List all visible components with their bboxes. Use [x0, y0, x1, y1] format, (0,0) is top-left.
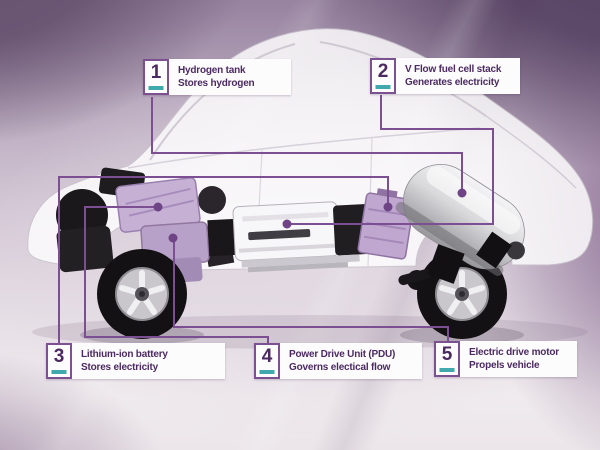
callout-number-box: 3	[46, 343, 72, 379]
callout-text-box: Power Drive Unit (PDU) Governs electical…	[280, 343, 422, 379]
callout-number: 5	[441, 344, 453, 365]
callout-number: 3	[53, 346, 65, 367]
callout-title: V Flow fuel cell stack	[405, 64, 502, 75]
leader-line-2	[287, 95, 494, 225]
leader-line-5	[173, 238, 449, 341]
callout-number-underline	[439, 368, 455, 372]
front-wheel	[97, 249, 187, 339]
callout-fuel-cell-stack: 2 V Flow fuel cell stack Generates elect…	[370, 58, 520, 94]
leader-dot-5	[168, 233, 178, 243]
hydrogen-tank-graphic	[395, 164, 525, 284]
callout-description: Stores hydrogen	[178, 78, 255, 89]
callout-text-box: V Flow fuel cell stack Generates electri…	[396, 58, 520, 94]
leader-line-1	[151, 97, 463, 193]
callout-text-box: Electric drive motor Propels vehicle	[460, 341, 577, 377]
callout-text-box: Lithium-ion battery Stores electricity	[72, 343, 225, 379]
callout-number: 1	[150, 62, 162, 83]
callout-number-box: 2	[370, 58, 396, 94]
callout-text-box: Hydrogen tank Stores hydrogen	[169, 59, 291, 95]
leader-dot-3	[383, 202, 393, 212]
callout-lithium-ion-battery: 3 Lithium-ion battery Stores electricity	[46, 343, 225, 379]
leader-line-3	[58, 176, 389, 343]
callout-number-box: 5	[434, 341, 460, 377]
callout-title: Electric drive motor	[469, 347, 559, 358]
leader-dot-2	[282, 219, 292, 229]
callout-description: Generates electricity	[405, 77, 500, 88]
callout-electric-drive-motor: 5 Electric drive motor Propels vehicle	[434, 341, 577, 377]
callout-description: Governs electical flow	[289, 362, 391, 373]
callout-number-underline	[148, 86, 164, 90]
callout-number: 2	[377, 61, 389, 82]
callout-number-underline	[51, 370, 67, 374]
callout-number-underline	[259, 370, 275, 374]
callout-number-box: 1	[143, 59, 169, 95]
leader-dot-4	[153, 202, 163, 212]
callout-number: 4	[261, 346, 273, 367]
leader-dot-1	[457, 188, 467, 198]
callout-number-box: 4	[254, 343, 280, 379]
callout-number-underline	[375, 85, 391, 89]
callout-title: Lithium-ion battery	[81, 349, 168, 360]
callout-description: Propels vehicle	[469, 360, 540, 371]
callout-hydrogen-tank: 1 Hydrogen tank Stores hydrogen	[143, 59, 291, 95]
callout-title: Hydrogen tank	[178, 65, 246, 76]
callout-description: Stores electricity	[81, 362, 158, 373]
callout-power-drive-unit: 4 Power Drive Unit (PDU) Governs electic…	[254, 343, 422, 379]
callout-title: Power Drive Unit (PDU)	[289, 349, 396, 360]
rear-suspension	[398, 268, 432, 290]
leader-line-4	[84, 206, 269, 343]
